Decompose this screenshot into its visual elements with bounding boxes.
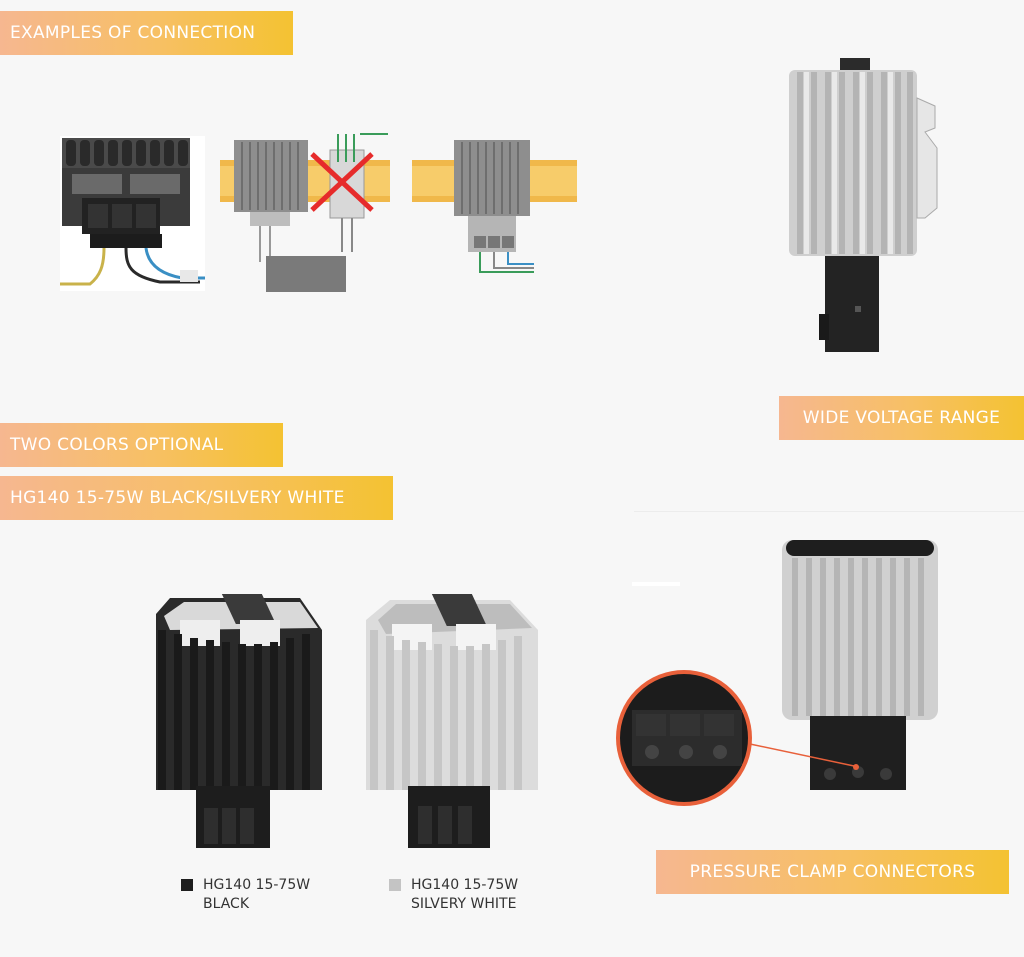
- two-colors-optional-banner: TWO COLORS OPTIONAL: [0, 423, 283, 467]
- black-heater-image: [156, 594, 322, 848]
- wide-voltage-range-banner: WIDE VOLTAGE RANGE: [779, 396, 1024, 440]
- legend-black-model: HG140 15-75W: [203, 877, 311, 893]
- examples-of-connection-banner: EXAMPLES OF CONNECTION: [0, 11, 293, 55]
- black-swatch: [181, 879, 193, 891]
- white-swatch: [389, 879, 401, 891]
- model-banner: HG140 15-75W BLACK/SILVERY WHITE: [0, 476, 393, 520]
- legend-white-color: SILVERY WHITE: [411, 896, 517, 912]
- legend-black-color: BLACK: [203, 896, 250, 912]
- section-divider: [634, 511, 1024, 512]
- silver-heater-side-image: [789, 58, 938, 352]
- legend-black: HG140 15-75W BLACK: [181, 876, 310, 914]
- pressure-clamp-connectors-banner: PRESSURE CLAMP CONNECTORS: [656, 850, 1009, 894]
- legend-white: HG140 15-75W SILVERY WHITE: [389, 876, 518, 914]
- legend-white-model: HG140 15-75W: [411, 877, 519, 893]
- wrong-connection-diagram: [220, 133, 390, 292]
- correct-connection-diagram: [412, 140, 577, 273]
- clamp-connector-image: [616, 540, 938, 806]
- silver-heater-image: [366, 594, 538, 848]
- divider-mark: [632, 582, 680, 586]
- connector-closeup-image: [60, 136, 205, 291]
